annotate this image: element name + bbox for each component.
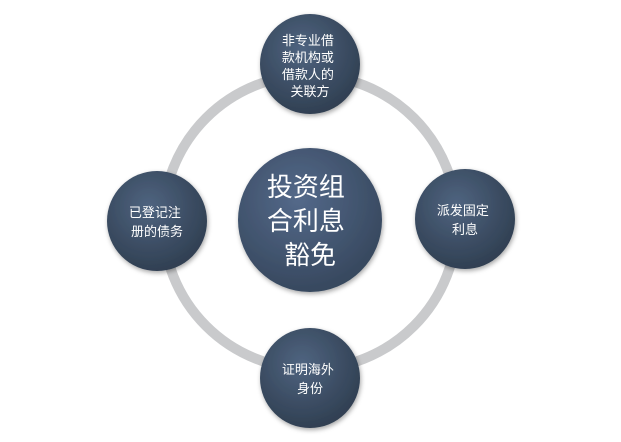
left-node-circle (107, 171, 207, 271)
bottom-node: 证明海外 身份 (260, 328, 360, 428)
right-node-circle (415, 169, 515, 269)
svg-text:投资组 合利息 豁免: 投资组 合利息 豁免 (267, 173, 353, 271)
top-node-line-3: 借款人的 (282, 67, 334, 83)
top-node-line-2: 款机构或 (282, 51, 334, 66)
svg-text:派发固定 利息: 派发固定 利息 (437, 203, 493, 238)
right-node-line-1: 派发固定 (437, 203, 489, 219)
top-node-line-1: 非专业借 (282, 34, 334, 49)
left-node: 已登记注 册的债务 (107, 171, 207, 271)
right-node-line-2: 利息 (452, 222, 478, 238)
svg-text:已登记注 册的债务: 已登记注 册的债务 (129, 206, 185, 240)
svg-text:证明海外 身份: 证明海外 身份 (282, 363, 338, 397)
center-node-line-2: 合利息 (267, 207, 345, 237)
right-node: 派发固定 利息 (415, 169, 515, 269)
center-node-line-3: 豁免 (284, 241, 336, 271)
left-node-line-2: 册的债务 (131, 224, 183, 240)
left-node-line-1: 已登记注 (129, 206, 181, 221)
bottom-node-circle (260, 328, 360, 428)
bottom-node-line-1: 证明海外 (282, 363, 334, 378)
bottom-node-line-2: 身份 (297, 381, 323, 397)
top-node-circle (260, 14, 360, 114)
top-node-line-4: 关联方 (290, 84, 329, 100)
center-node-circle (238, 148, 382, 292)
center-node-line-1: 投资组 (267, 173, 345, 203)
center-node: 投资组 合利息 豁免 (238, 148, 382, 292)
svg-text:非专业借 款机构或 借款人的: 非专业借 款机构或 借款人的 关联方 (282, 34, 338, 100)
top-node: 非专业借 款机构或 借款人的 关联方 (260, 14, 360, 114)
